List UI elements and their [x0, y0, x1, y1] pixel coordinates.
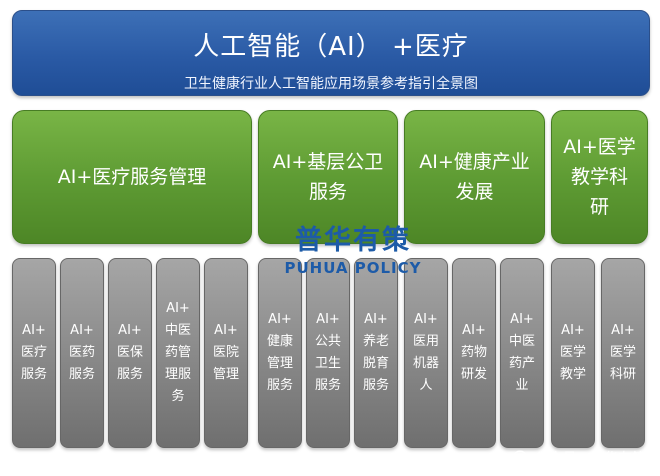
category-medical-service-management: AI+医疗服务管理 — [12, 110, 252, 244]
category-line: AI+健康产业 — [419, 151, 530, 173]
diagram-header: 人工智能（AI） +医疗 卫生健康行业人工智能应用场景参考指引全景图 — [12, 10, 650, 96]
watermark-cn: 普华有策 — [295, 225, 411, 256]
footer-source: 公众号 · 普华有策 — [512, 448, 646, 468]
subitem-tcm-industry: AI+ 中医 药产 业 — [500, 258, 544, 448]
category-line: 发展 — [455, 181, 494, 203]
subitem-health-management: AI+ 健康 管理 服务 — [258, 258, 302, 448]
subitem-medical-robot: AI+ 医用 机器 人 — [404, 258, 448, 448]
category-line: AI+医学 — [563, 136, 636, 158]
category-line: 研 — [589, 196, 609, 218]
subitem-pharma-service: AI+ 医药 服务 — [60, 258, 104, 448]
diagram-subtitle: 卫生健康行业人工智能应用场景参考指引全景图 — [184, 76, 478, 92]
category-primary-public-health: AI+基层公卫 服务 — [258, 110, 398, 244]
category-line: AI+基层公卫 — [272, 151, 384, 173]
subitem-medical-teaching: AI+ 医学 教学 — [551, 258, 595, 448]
subitem-drug-rd: AI+ 药物 研发 — [452, 258, 496, 448]
diagram-title: 人工智能（AI） +医疗 — [193, 32, 469, 62]
category-medical-education-research: AI+医学 教学科 研 — [551, 110, 648, 244]
subitem-tcm-management: AI+ 中医 药管 理服 务 — [156, 258, 200, 448]
footer-text: 公众号 · 普华有策 — [534, 451, 646, 467]
subitem-elderly-care: AI+ 养老 脱育 服务 — [354, 258, 398, 448]
subitem-insurance-service: AI+ 医保 服务 — [108, 258, 152, 448]
category-line: 服务 — [308, 181, 347, 203]
category-line: 教学科 — [570, 166, 628, 188]
watermark-en: PUHUA POLICY — [284, 259, 422, 277]
subitem-medical-service: AI+ 医疗 服务 — [12, 258, 56, 448]
subitem-public-health: AI+ 公共 卫生 服务 — [306, 258, 350, 448]
wechat-icon — [512, 450, 531, 465]
category-line: AI+医疗服务管理 — [57, 166, 207, 188]
subitem-medical-research: AI+ 医学 科研 — [601, 258, 645, 448]
subitem-hospital-management: AI+ 医院 管理 — [204, 258, 248, 448]
category-health-industry: AI+健康产业 发展 — [404, 110, 545, 244]
watermark-logo: 普华有策 PUHUA POLICY — [268, 218, 438, 277]
